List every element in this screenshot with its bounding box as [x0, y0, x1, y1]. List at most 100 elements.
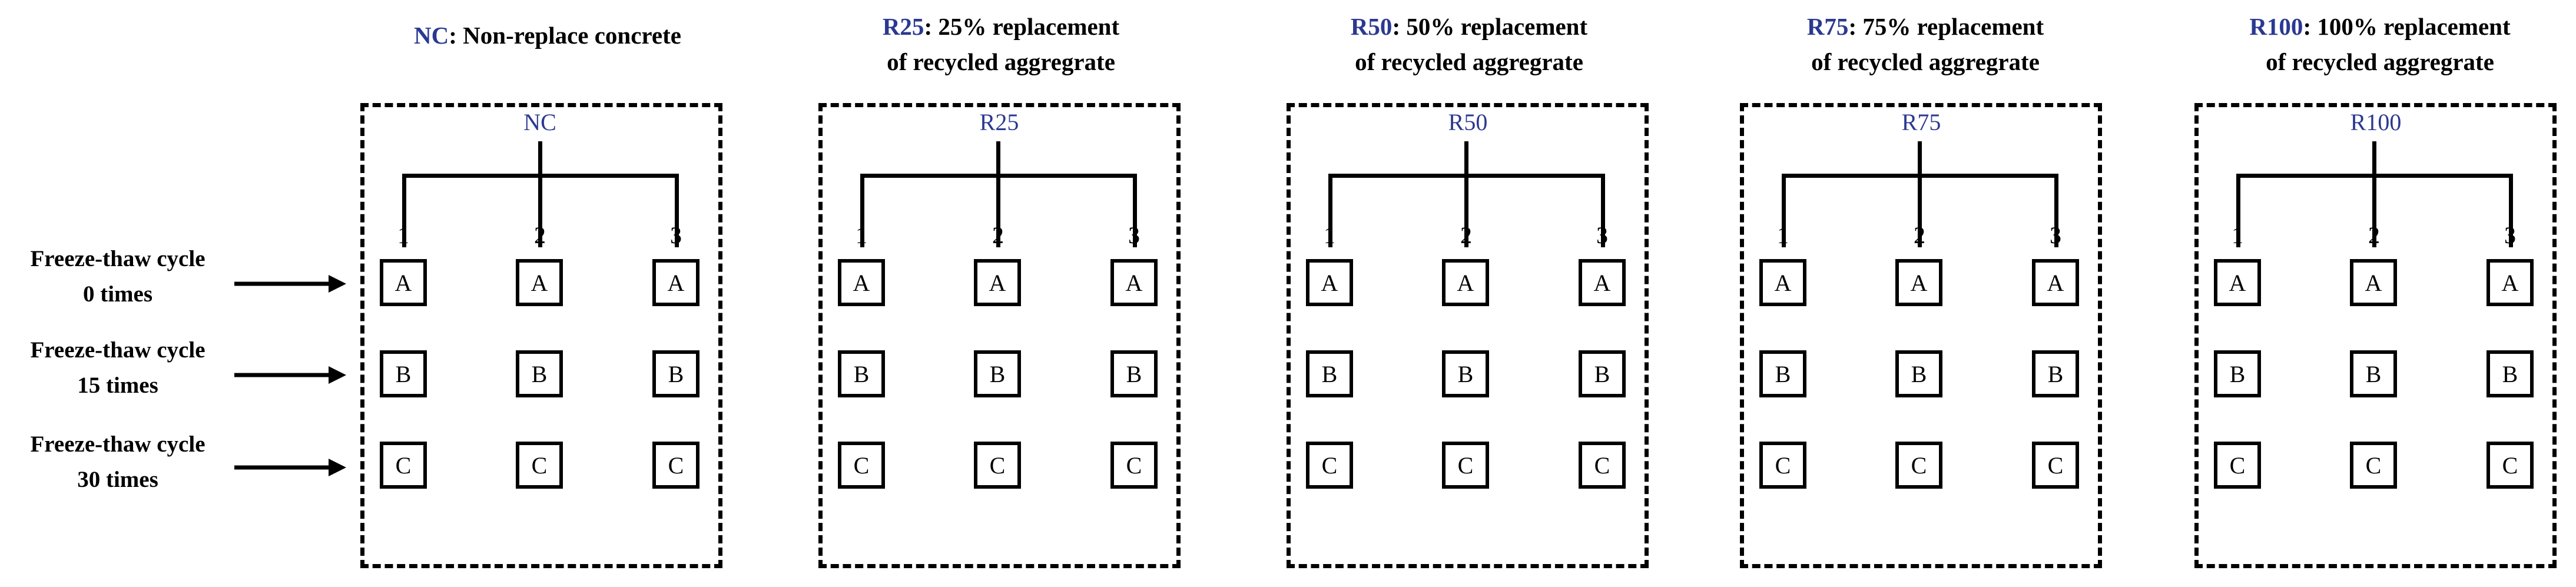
specimen-cell: B: [1895, 350, 1942, 397]
specimen-cell: C: [380, 442, 427, 489]
row-label-line1: Freeze-thaw cycle: [30, 432, 205, 457]
branch-drop: [402, 174, 406, 247]
specimen-cell: A: [380, 259, 427, 306]
specimen-cell: B: [1759, 350, 1806, 397]
specimen-cell: A: [974, 259, 1021, 306]
branch-stem: [538, 141, 542, 175]
group-code: R100: [2249, 13, 2303, 40]
group-header-r25: R25: 25% replacement of recycled aggregr…: [813, 9, 1189, 79]
group-desc: : 75% replacement: [1848, 13, 2044, 40]
branch-number: 1: [397, 222, 409, 248]
branch-stem: [1464, 141, 1468, 175]
branch-number: 3: [2504, 222, 2516, 248]
group-box-nc: [360, 103, 722, 568]
group-box-r75: [1740, 103, 2102, 568]
arrow-right-icon: [234, 366, 346, 384]
group-header-r75: R75: 75% replacement of recycled aggregr…: [1737, 9, 2114, 79]
group-box-r50: [1287, 103, 1649, 568]
branch-drop: [2372, 174, 2376, 247]
specimen-cell: C: [1110, 442, 1158, 489]
group-box-r25: [818, 103, 1181, 568]
group-label-r50: R50: [1448, 109, 1488, 135]
specimen-cell: A: [516, 259, 563, 306]
group-desc-line2: of recycled aggregrate: [2266, 48, 2494, 75]
group-code: NC: [414, 22, 449, 49]
specimen-cell: B: [652, 350, 699, 397]
branch-drop: [2236, 174, 2240, 247]
specimen-cell: B: [1110, 350, 1158, 397]
specimen-cell: C: [1895, 442, 1942, 489]
specimen-cell: B: [1579, 350, 1626, 397]
specimen-cell: A: [2032, 259, 2079, 306]
arrow-right-icon: [234, 459, 346, 476]
branch-number: 2: [1914, 222, 1925, 248]
group-header-r100: R100: 100% replacement of recycled aggre…: [2192, 9, 2568, 79]
group-header-r50: R50: 50% replacement of recycled aggregr…: [1281, 9, 1657, 79]
specimen-cell: A: [1759, 259, 1806, 306]
branch-drop: [538, 174, 542, 247]
group-label-nc: NC: [523, 109, 556, 135]
branch-drop: [2509, 174, 2513, 247]
branch-stem: [1918, 141, 1922, 175]
branch-number: 3: [2050, 222, 2061, 248]
row-label-15-cycles: Freeze-thaw cycle 15 times: [0, 333, 236, 403]
specimen-cell: C: [1306, 442, 1353, 489]
group-desc: : 100% replacement: [2303, 13, 2511, 40]
group-code: R25: [882, 13, 924, 40]
branch-drop: [1782, 174, 1786, 247]
specimen-cell: A: [1579, 259, 1626, 306]
specimen-cell: C: [838, 442, 885, 489]
specimen-cell: A: [1895, 259, 1942, 306]
group-desc-line2: of recycled aggregrate: [1811, 48, 2040, 75]
branch-number: 3: [1596, 222, 1608, 248]
specimen-cell: A: [2214, 259, 2261, 306]
specimen-cell: C: [1759, 442, 1806, 489]
group-box-r100: [2194, 103, 2557, 568]
branch-number: 1: [1777, 222, 1789, 248]
branch-drop: [1918, 174, 1922, 247]
branch-number: 2: [2368, 222, 2380, 248]
specimen-cell: A: [1442, 259, 1489, 306]
specimen-cell: B: [1306, 350, 1353, 397]
group-desc-line2: of recycled aggregrate: [1355, 48, 1583, 75]
branch-stem: [996, 141, 1000, 175]
branch-number: 2: [534, 222, 546, 248]
branch-drop: [2054, 174, 2058, 247]
branch-drop: [860, 174, 864, 247]
specimen-cell: A: [838, 259, 885, 306]
branch-drop: [1133, 174, 1137, 247]
specimen-cell: B: [516, 350, 563, 397]
group-desc: : 50% replacement: [1392, 13, 1588, 40]
group-header-nc: NC: Non-replace concrete: [359, 18, 736, 53]
row-label-line1: Freeze-thaw cycle: [30, 246, 205, 271]
branch-number: 2: [1460, 222, 1472, 248]
branch-drop: [675, 174, 679, 247]
group-desc: : 25% replacement: [924, 13, 1120, 40]
specimen-cell: C: [974, 442, 1021, 489]
specimen-cell: C: [1442, 442, 1489, 489]
row-label-line2: 0 times: [82, 281, 153, 307]
row-label-line2: 15 times: [77, 373, 158, 398]
group-label-r100: R100: [2350, 109, 2402, 135]
group-desc-line2: of recycled aggregrate: [887, 48, 1115, 75]
specimen-cell: B: [2350, 350, 2397, 397]
specimen-cell: B: [2032, 350, 2079, 397]
group-code: R75: [1806, 13, 1849, 40]
specimen-cell: C: [516, 442, 563, 489]
specimen-cell: C: [652, 442, 699, 489]
branch-drop: [1328, 174, 1332, 247]
row-label-line1: Freeze-thaw cycle: [30, 337, 205, 363]
group-code: R50: [1350, 13, 1393, 40]
specimen-cell: A: [2487, 259, 2534, 306]
specimen-cell: A: [2350, 259, 2397, 306]
branch-number: 3: [670, 222, 682, 248]
row-label-30-cycles: Freeze-thaw cycle 30 times: [0, 427, 236, 498]
branch-number: 1: [2232, 222, 2243, 248]
specimen-cell: B: [2214, 350, 2261, 397]
specimen-cell: B: [380, 350, 427, 397]
branch-drop: [1464, 174, 1468, 247]
row-label-0-cycles: Freeze-thaw cycle 0 times: [0, 241, 236, 312]
specimen-cell: B: [838, 350, 885, 397]
specimen-cell: B: [974, 350, 1021, 397]
